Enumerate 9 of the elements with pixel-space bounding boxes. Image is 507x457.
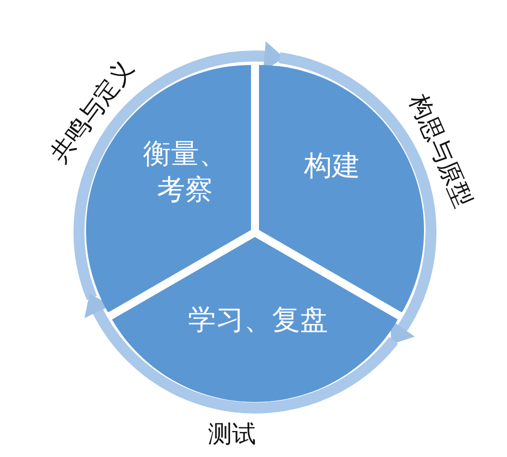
arc-arrow [85,294,398,414]
segment-label: 学习、复盘 [186,302,329,338]
segment-label: 衡量、考察 [142,136,228,208]
edge-label: 构思与原型 [403,90,479,212]
pie-segment [112,237,398,402]
edge-label: 共鸣与定义 [44,54,140,169]
arc-arrow [278,52,436,345]
edge-label: 测试 [208,418,256,450]
segment-label: 构建 [302,148,361,184]
